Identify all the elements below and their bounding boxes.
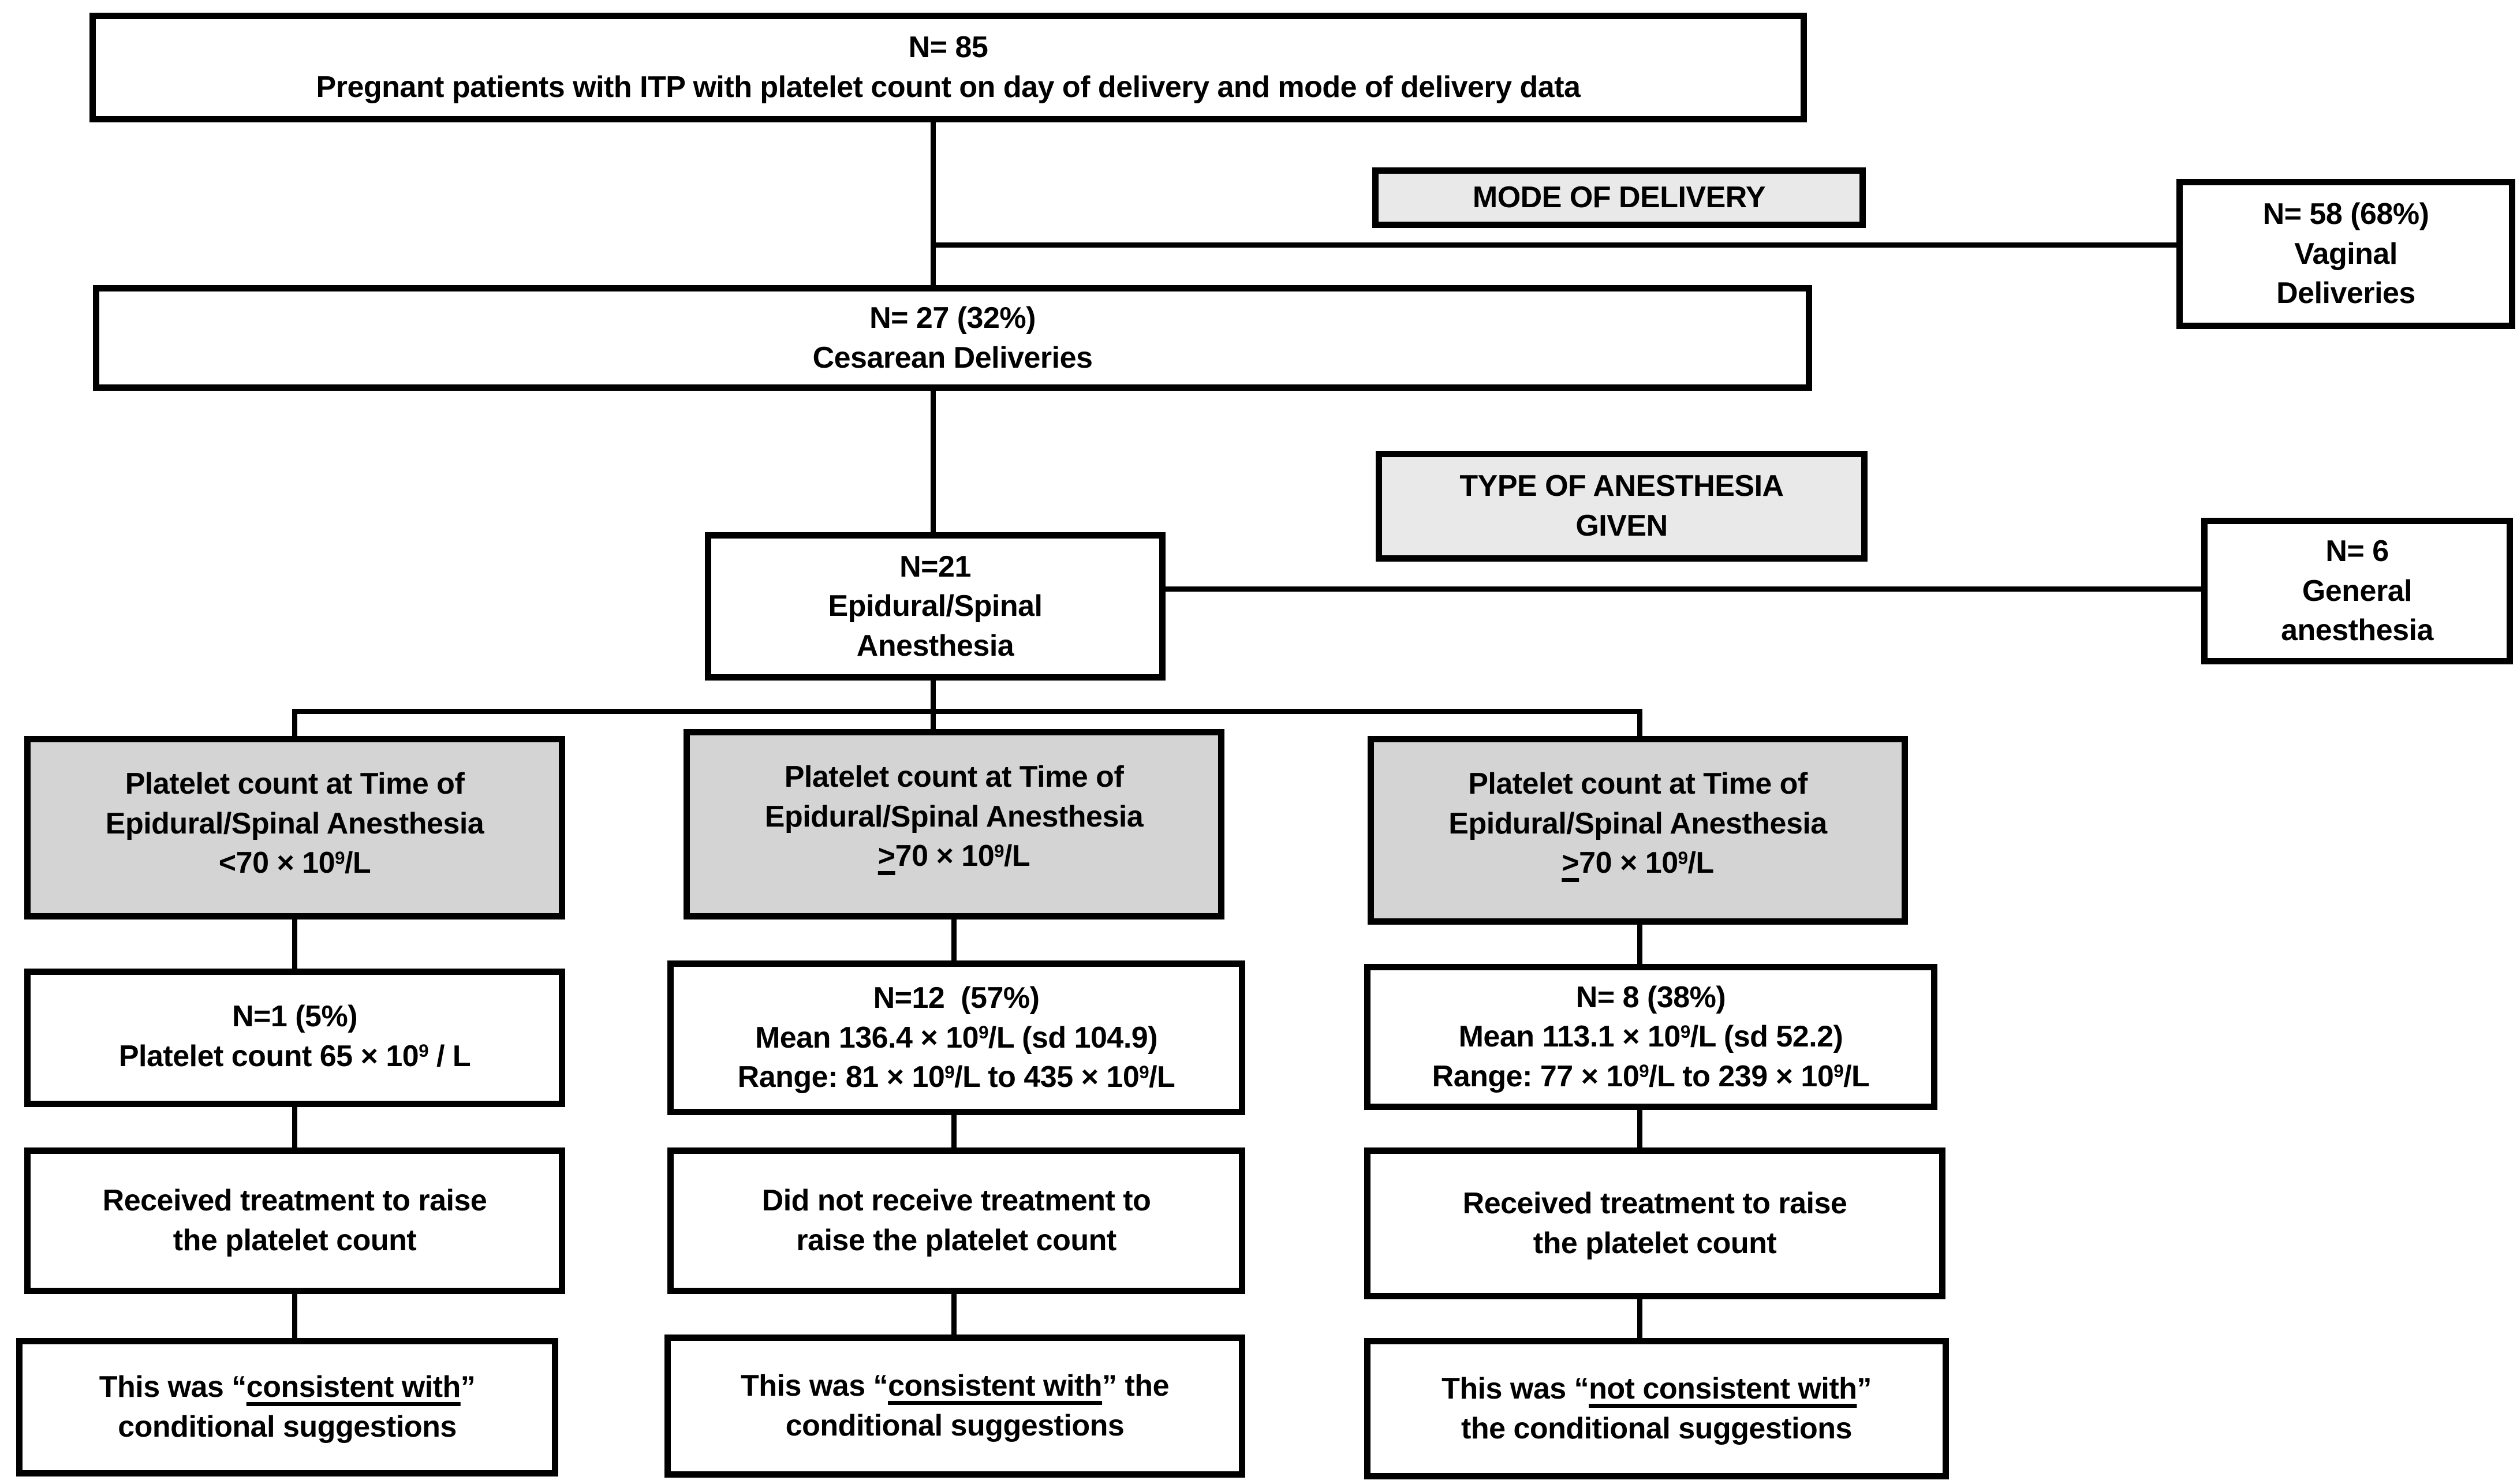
connector-col2-platelet-to-n [951,918,957,962]
label-mode-of-delivery: MODE OF DELIVERY [1372,167,1866,228]
connector-col3-drop [1637,709,1642,737]
connector-col2-n-to-treatment [951,1114,957,1149]
connector-distributor [292,709,1642,714]
connector-branch-vaginal [931,242,2178,248]
connector-epidural-to-distributor [931,681,936,732]
connector-col3-treatment-to-outcome [1637,1298,1642,1339]
connector-col1-n-to-treatment [292,1106,297,1149]
connector-branch-general [1163,586,2202,592]
box-cesarean-deliveries: N= 27 (32%)Cesarean Deliveries [93,285,1812,391]
box-col1-count: N=1 (5%)Platelet count 65 × 109 / L [24,969,565,1107]
box-col3-count: N= 8 (38%)Mean 113.1 × 109/L (sd 52.2)Ra… [1364,964,1937,1110]
connector-cesarean-to-epidural [931,391,936,533]
connector-col3-platelet-to-n [1637,924,1642,965]
connector-col3-n-to-treatment [1637,1109,1642,1149]
box-col2-count: N=12 (57%)Mean 136.4 × 109/L (sd 104.9)R… [667,960,1245,1115]
connector-total-to-cesarean [931,122,936,286]
box-col1-outcome: This was “consistent with”conditional su… [16,1338,558,1476]
box-col3-outcome: This was “not consistent with”the condit… [1364,1338,1949,1479]
connector-col1-drop [292,709,297,737]
connector-col2-treatment-to-outcome [951,1293,957,1336]
connector-col1-treatment-to-outcome [292,1293,297,1339]
connector-col1-platelet-to-n [292,919,297,970]
